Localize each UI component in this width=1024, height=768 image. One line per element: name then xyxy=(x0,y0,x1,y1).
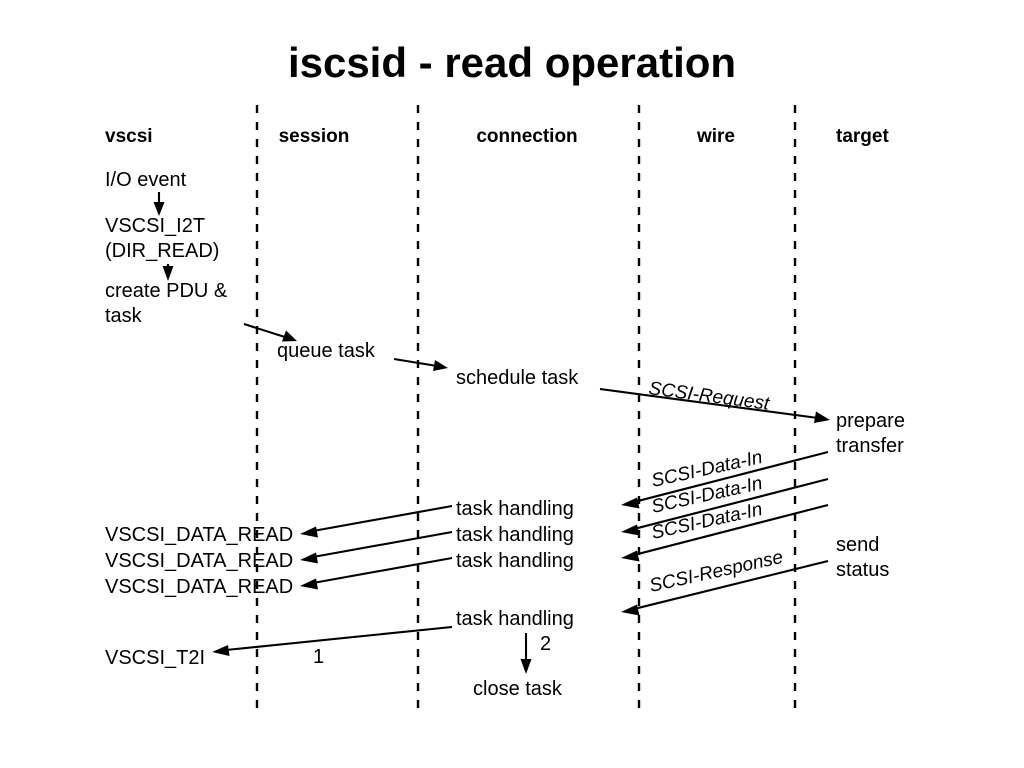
lane-header-connection: connection xyxy=(476,126,577,147)
step-number-2: 2 xyxy=(540,633,551,655)
message-scsi-request xyxy=(599,387,830,423)
message-scsi-data-in-3 xyxy=(621,503,829,562)
lane-header-session: session xyxy=(279,126,350,147)
lane-header-vscsi: vscsi xyxy=(105,126,153,147)
node-prepare-transfer: prepare xyxy=(836,410,905,432)
lane-header-wire: wire xyxy=(696,126,735,147)
node-vscsi-data-read-1: VSCSI_DATA_READ xyxy=(105,524,293,546)
arrow-dir-read-to-create-pdu xyxy=(162,264,174,281)
node-create-pdu-task: task xyxy=(105,305,143,327)
task-handling-labels-group: task handling task handling task handlin… xyxy=(456,498,574,572)
node-create-pdu: create PDU & xyxy=(105,280,228,302)
node-vscsi-data-read-2: VSCSI_DATA_READ xyxy=(105,550,293,572)
node-io-event: I/O event xyxy=(105,169,187,191)
node-task-handling-4: task handling xyxy=(456,608,574,630)
message-scsi-response xyxy=(621,559,829,616)
node-task-handling-1: task handling xyxy=(456,498,574,520)
lane-header-target: target xyxy=(836,126,889,147)
node-task-handling-3: task handling xyxy=(456,550,574,572)
node-dir-read: (DIR_READ) xyxy=(105,240,219,262)
arrow-task-handling-to-data-read-1 xyxy=(300,504,453,538)
arrow-io-event-to-vscsi-i2t xyxy=(153,192,165,216)
arrow-create-pdu-to-queue-task xyxy=(243,322,297,342)
arrow-task-handling-to-data-read-3 xyxy=(300,556,453,590)
message-scsi-data-in-2 xyxy=(621,477,829,536)
arrow-task-handling-to-close-task xyxy=(520,633,532,674)
node-close-task: close task xyxy=(473,678,563,700)
node-prepare-transfer-group: prepare transfer xyxy=(836,410,905,457)
node-send-status-line2: status xyxy=(836,559,889,581)
node-prepare-transfer-line2: transfer xyxy=(836,435,904,457)
node-vscsi-t2i: VSCSI_T2I xyxy=(105,647,205,669)
step-number-1: 1 xyxy=(313,646,324,668)
node-vscsi-data-read-3: VSCSI_DATA_READ xyxy=(105,576,293,598)
node-queue-task: queue task xyxy=(277,340,376,362)
node-schedule-task: schedule task xyxy=(456,367,579,389)
page-title: iscsid - read operation xyxy=(288,39,736,86)
node-vscsi-i2t: VSCSI_I2T xyxy=(105,215,205,237)
node-task-handling-2: task handling xyxy=(456,524,574,546)
arrow-task-handling-to-vscsi-t2i xyxy=(212,625,453,656)
message-scsi-data-in-1 xyxy=(621,450,829,509)
node-send-status: send xyxy=(836,534,879,556)
wire-label-scsi-request: SCSI-Request xyxy=(647,378,771,415)
vscsi-data-read-labels-group: VSCSI_DATA_READ VSCSI_DATA_READ VSCSI_DA… xyxy=(105,524,293,598)
arrow-queue-task-to-schedule-task xyxy=(393,357,448,371)
node-send-status-group: send status xyxy=(836,534,889,581)
lane-headers-group: vscsi session connection wire target xyxy=(105,126,889,147)
arrow-task-handling-to-data-read-2 xyxy=(300,530,453,564)
vscsi-column-group: I/O event VSCSI_I2T (DIR_READ) create PD… xyxy=(105,169,228,327)
